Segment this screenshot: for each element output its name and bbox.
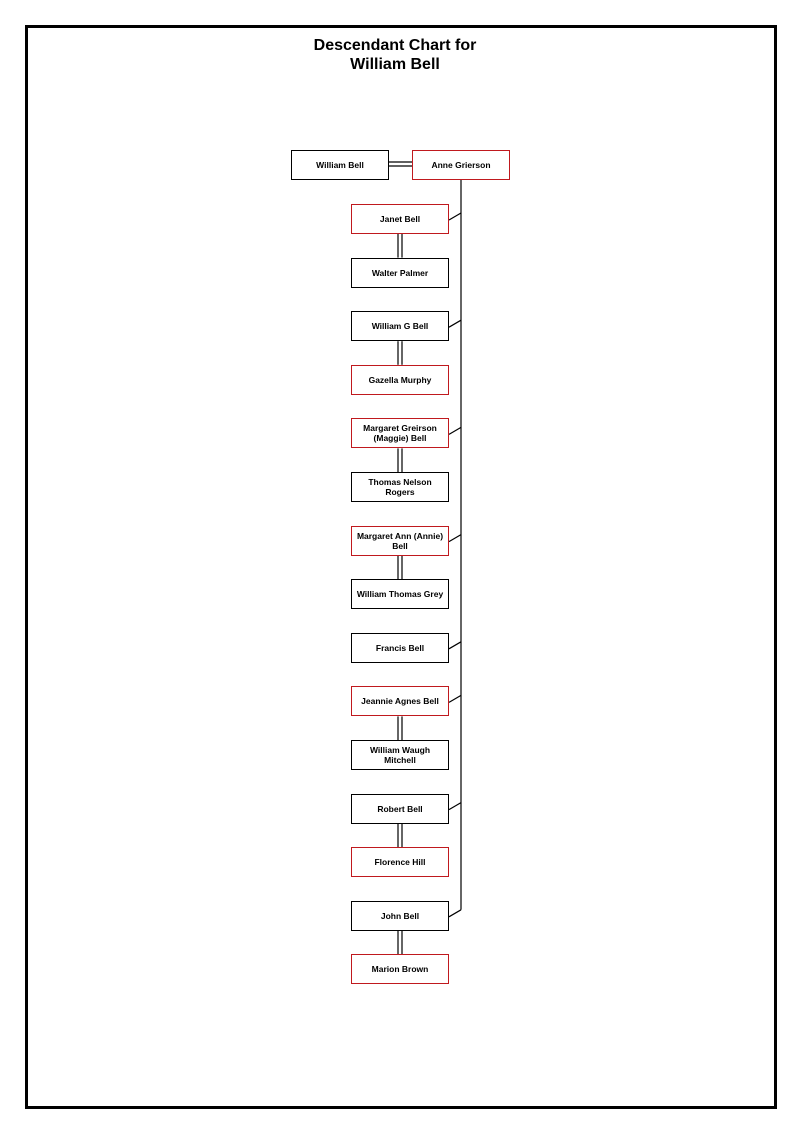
child-box[interactable]: John Bell (351, 901, 449, 931)
child-branch-line (448, 534, 462, 543)
person-box-root-husband[interactable]: William Bell (291, 150, 389, 180)
child-branch-line (448, 319, 462, 328)
child-box[interactable]: William G Bell (351, 311, 449, 341)
chart-title: Descendant Chart for William Bell (0, 36, 790, 74)
child-branch-line (448, 212, 462, 221)
child-box[interactable]: Robert Bell (351, 794, 449, 824)
spouse-box[interactable]: Thomas Nelson Rogers (351, 472, 449, 502)
chart-title-line-1: Descendant Chart for (313, 37, 477, 54)
spouse-box[interactable]: William Thomas Grey (351, 579, 449, 609)
chart-title-line-2: William Bell (350, 56, 440, 73)
child-box[interactable]: Margaret Greirson (Maggie) Bell (351, 418, 449, 448)
spouse-box[interactable]: Walter Palmer (351, 258, 449, 288)
child-branch-line (448, 426, 462, 435)
child-box[interactable]: Jeannie Agnes Bell (351, 686, 449, 716)
child-box[interactable]: Margaret Ann (Annie) Bell (351, 526, 449, 556)
spouse-box[interactable]: Marion Brown (351, 954, 449, 984)
spouse-box[interactable]: Gazella Murphy (351, 365, 449, 395)
child-branch-line (448, 694, 462, 703)
person-box-root-wife[interactable]: Anne Grierson (412, 150, 510, 180)
child-box[interactable]: Francis Bell (351, 633, 449, 663)
child-branch-line (448, 802, 462, 811)
child-branch-line (448, 909, 462, 918)
page-border (25, 25, 777, 1109)
spouse-box[interactable]: William Waugh Mitchell (351, 740, 449, 770)
child-box[interactable]: Janet Bell (351, 204, 449, 234)
spouse-box[interactable]: Florence Hill (351, 847, 449, 877)
child-branch-line (448, 641, 462, 650)
